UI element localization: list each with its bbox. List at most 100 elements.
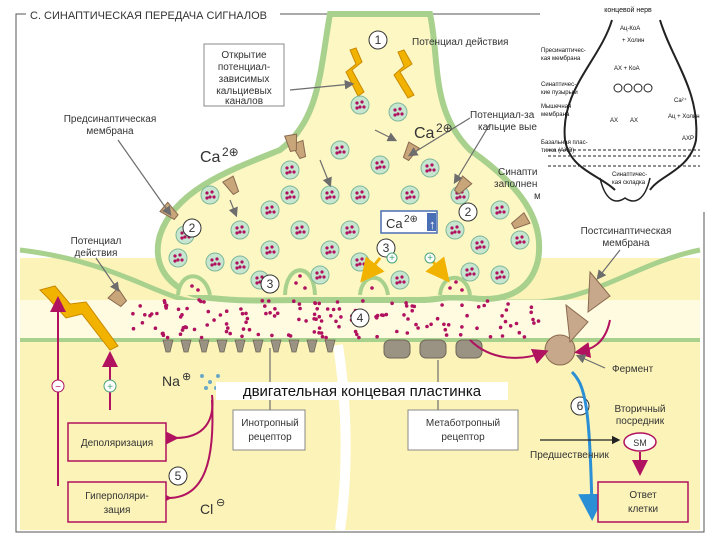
synaptic-vesicle (390, 270, 410, 290)
inset-line-13: кая складка (612, 180, 646, 186)
ca-box-arrow: ↑ (429, 217, 436, 232)
transmitter-molecule (384, 312, 389, 317)
transmitter-molecule (260, 299, 265, 303)
step-marker: 2 (182, 218, 202, 238)
ca-label-right: Ca (414, 125, 435, 142)
ca-entry-arrow-2 (319, 159, 332, 188)
released-transmitter (196, 288, 200, 292)
active-zone-2 (283, 268, 317, 296)
ionotropic-receptor (306, 339, 318, 353)
inset-line-12: Синаптичес- (612, 172, 647, 178)
transmitter-molecule (206, 309, 211, 314)
metabotropic-line-2: рецептор (441, 432, 485, 443)
transmitter-molecule (312, 330, 317, 334)
hyperpol-minus-marker (51, 379, 65, 393)
calcium-channel (284, 133, 298, 152)
transmitter-molecule (390, 301, 394, 306)
inset-line-16: АХР (682, 136, 694, 142)
ionotropic-receptor (162, 339, 174, 353)
transmitter-molecule (406, 317, 410, 321)
transmitter-molecule (317, 326, 322, 330)
inset-fold (599, 177, 651, 202)
pointer-ca-channels-2 (453, 123, 491, 185)
transmitter-molecule (410, 308, 415, 313)
transmitter-molecule (185, 306, 189, 311)
inset-title: концевой нерв (604, 6, 652, 14)
transmitter-molecule (224, 322, 229, 326)
transmitter-molecule (465, 313, 469, 318)
transmitter-molecule (224, 329, 229, 334)
transmitter-molecule (355, 332, 359, 337)
pointer-to-bolt (289, 79, 355, 91)
inset-line-2: + Холин (622, 38, 644, 44)
channel-opening-line-2: потенциал- (218, 62, 270, 73)
transmitter-molecule (292, 299, 296, 304)
step-marker: 4 (350, 308, 370, 328)
voltage-ca-channels-line-1: Потенциал-за (470, 110, 535, 121)
transmitter-molecule (256, 332, 261, 337)
na-label: Na (162, 373, 180, 389)
transmitter-molecule (153, 326, 158, 331)
step-marker: 3 (260, 274, 280, 294)
channel-opening-line-1: Открытие (221, 50, 267, 61)
transmitter-molecule (446, 323, 451, 327)
inset-line-5: АХ + КоА (614, 66, 640, 72)
calcium-rise-box (380, 210, 438, 234)
transmitter-molecule (329, 314, 333, 318)
sm-label: SM (633, 438, 647, 448)
transmitter-molecule (460, 303, 464, 308)
synaptic-vesicle (460, 262, 480, 282)
synaptic-vesicle (490, 265, 510, 285)
metabotropic-line-1: Метаботропный (426, 417, 500, 429)
action-potential-top-label: Потенциал действия (412, 37, 508, 48)
inset-line-10: Базальная плас- (541, 140, 588, 146)
fold-highlight (333, 344, 351, 531)
transmitter-molecule (244, 311, 248, 316)
released-transmitter (294, 281, 298, 285)
transmitter-molecule (180, 313, 184, 317)
transmitter-molecule (197, 298, 201, 302)
transmitter-molecule (286, 333, 291, 337)
channel-opening-line-4: кальциевых (216, 86, 272, 97)
ionotropic-receptor (198, 339, 210, 353)
metabotropic-receptor-3 (455, 339, 483, 359)
neurotransmitter-molecules (131, 274, 541, 340)
transmitter-molecule (476, 305, 481, 309)
transmitter-molecule (529, 305, 534, 310)
transmitter-molecule (458, 333, 463, 337)
transmitter-molecule (443, 327, 448, 332)
step-number: 6 (577, 399, 584, 413)
transmitter-molecule (143, 313, 147, 317)
inset-line-9: мембрана (541, 112, 570, 118)
transmitter-molecule (176, 307, 181, 312)
synaptic-vesicle (330, 140, 350, 160)
inset-panel: концевой нерв Ац-КоА + Холин Пресинаптич… (540, 6, 716, 212)
transmitter-molecule (298, 306, 302, 311)
released-transmitter (190, 284, 194, 288)
transmitter-molecule (508, 324, 513, 328)
inset-membranes (548, 149, 700, 167)
cell-response-line-2: клетки (628, 504, 658, 515)
synaptic-vesicle (350, 95, 370, 115)
transmitter-molecule (263, 304, 267, 308)
step-marker: 3 (376, 238, 396, 258)
transmitter-molecule (531, 317, 535, 322)
action-potential-left-line-1: Потенциал (71, 236, 122, 247)
pointer-ca-channels-1 (407, 117, 471, 157)
step-number: 2 (189, 221, 196, 235)
synaptic-vesicle-line-1: Синапти (498, 167, 537, 178)
released-transmitter (460, 288, 464, 292)
transmitter-molecule (357, 335, 361, 340)
postsynaptic-channel-2 (565, 303, 589, 344)
inset-line-4: кая мембрана (541, 56, 581, 62)
inset-line-8: Мышечная (541, 104, 571, 110)
presynaptic-terminal (154, 11, 543, 304)
channel-opening-line-5: каналов (225, 96, 263, 107)
calcium-channel (222, 175, 240, 196)
transmitter-molecule (405, 331, 410, 335)
transmitter-molecule (275, 311, 280, 316)
step-number: 3 (267, 277, 274, 291)
transmitter-molecule (435, 316, 440, 321)
